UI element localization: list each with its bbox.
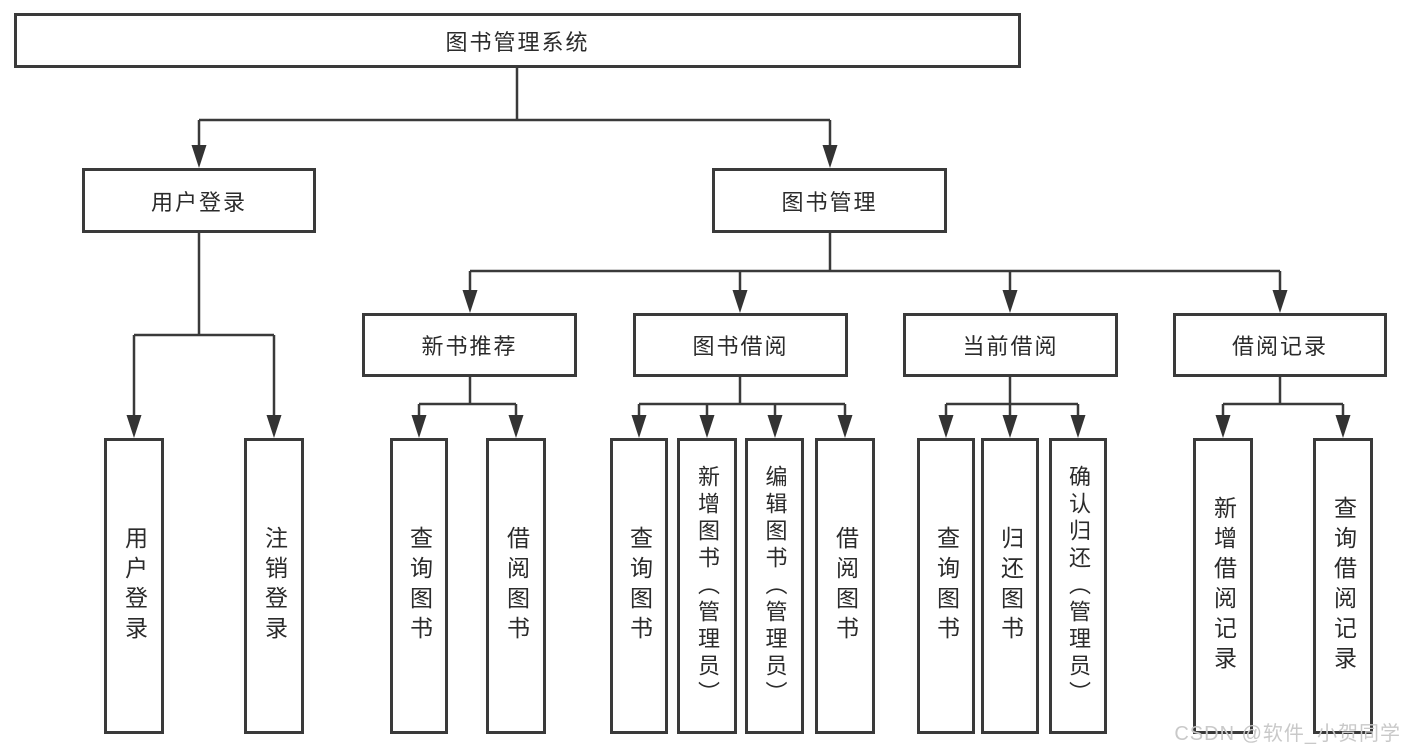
node-current-borrowing: 当前借阅 — [903, 313, 1118, 377]
leaf-logout: 注销登录 — [244, 438, 304, 734]
node-root: 图书管理系统 — [14, 13, 1021, 68]
node-book-borrowing: 图书借阅 — [633, 313, 848, 377]
arrow-down-icon — [631, 415, 647, 438]
leaf-query-borrow-record: 查询借阅记录 — [1313, 438, 1373, 734]
arrow-down-icon — [1002, 415, 1018, 438]
arrow-down-icon — [411, 415, 427, 438]
leaf-borrow-books-recommend: 借阅图书 — [486, 438, 546, 734]
arrow-down-icon — [767, 415, 783, 438]
leaf-borrow-books-borrowing: 借阅图书 — [815, 438, 875, 734]
arrow-down-icon — [938, 415, 954, 438]
leaf-return-books: 归还图书 — [981, 438, 1039, 734]
arrow-down-icon — [699, 415, 715, 438]
arrow-down-icon — [191, 145, 207, 168]
arrow-down-icon — [508, 415, 524, 438]
node-user-login: 用户登录 — [82, 168, 316, 233]
node-borrowing-records: 借阅记录 — [1173, 313, 1387, 377]
node-book-management: 图书管理 — [712, 168, 947, 233]
arrow-down-icon — [1002, 290, 1018, 313]
leaf-add-borrow-record: 新增借阅记录 — [1193, 438, 1253, 734]
csdn-watermark: CSDN @软件_小贺同学 — [1174, 723, 1401, 745]
node-new-book-recommendation: 新书推荐 — [362, 313, 577, 377]
arrow-down-icon — [1272, 290, 1288, 313]
leaf-query-books-recommend: 查询图书 — [390, 438, 448, 734]
arrow-down-icon — [266, 415, 282, 438]
leaf-query-books-current: 查询图书 — [917, 438, 975, 734]
leaf-query-books-borrowing: 查询图书 — [610, 438, 668, 734]
arrow-down-icon — [837, 415, 853, 438]
arrow-down-icon — [732, 290, 748, 313]
leaf-edit-books-admin: 编辑图书（管理员） — [745, 438, 804, 734]
arrow-down-icon — [822, 145, 838, 168]
leaf-user-login: 用户登录 — [104, 438, 164, 734]
arrow-down-icon — [1215, 415, 1231, 438]
arrow-down-icon — [1070, 415, 1086, 438]
leaf-confirm-return-admin: 确认归还（管理员） — [1049, 438, 1107, 734]
arrow-down-icon — [462, 290, 478, 313]
arrow-down-icon — [126, 415, 142, 438]
arrow-down-icon — [1335, 415, 1351, 438]
leaf-add-books-admin: 新增图书（管理员） — [677, 438, 737, 734]
